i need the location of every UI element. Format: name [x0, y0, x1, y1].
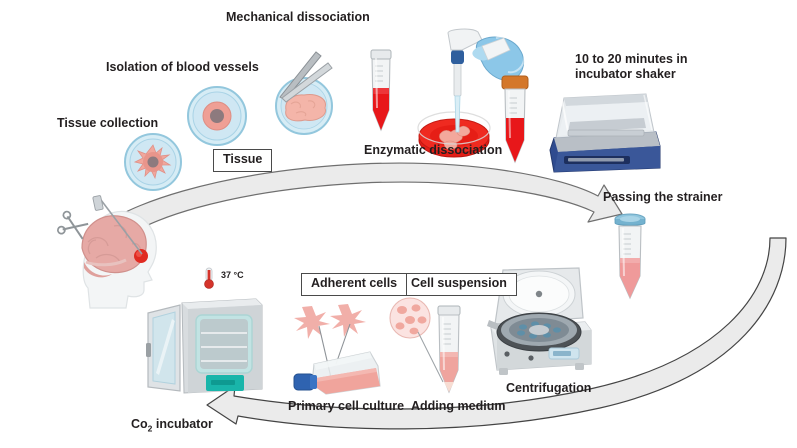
pipette-icon [447, 28, 483, 133]
enzymatic-dissociation-group [417, 28, 546, 170]
co2-incubator-rest: incubator [152, 416, 213, 431]
curved-arrow-right-icon [125, 162, 623, 233]
falcon-tube-orange-cap [501, 75, 529, 164]
label-primary-cell-culture: Primary cell culture [288, 399, 405, 413]
label-tissue-box: Tissue [213, 149, 273, 172]
brain-head-icon [56, 195, 172, 309]
falcon-tube-medium [437, 305, 461, 394]
red-petri-dish [417, 111, 491, 158]
label-tissue-collection: Tissue collection [57, 116, 159, 130]
temperature-label: 37 °C [221, 270, 244, 280]
label-passing-strainer: Passing the strainer [603, 190, 723, 204]
adherent-cells-icon [294, 304, 366, 339]
co2-subscript: 2 [147, 423, 153, 434]
mechanical-dissociation-group [258, 50, 356, 138]
label-mechanical-dissociation: Mechanical dissociation [226, 10, 370, 24]
label-adding-medium: Adding medium [411, 399, 506, 413]
curved-arrow-left-icon [206, 237, 787, 430]
forceps-icon [279, 51, 333, 103]
adding-medium-group [388, 296, 476, 400]
gloved-hand-icon [472, 36, 526, 81]
label-incubator-shaker: 10 to 20 minutes in incubator shaker [575, 52, 688, 81]
label-adherent-cells-box: Adherent cells [301, 273, 408, 296]
incubator-shaker-icon [544, 88, 666, 176]
strainer-tube-icon [612, 210, 648, 302]
petri-dish-blood-vessels [185, 84, 249, 148]
falcon-tube-blood [366, 48, 396, 134]
co2-incubator-text: Co [131, 416, 148, 431]
cell-suspension-bubble-icon [389, 297, 431, 339]
label-isolation-blood-vessels: Isolation of blood vessels [106, 60, 259, 74]
culture-flask-icon [293, 351, 381, 395]
surgical-tools-icon [57, 195, 143, 255]
label-enzymatic-dissociation: Enzymatic dissociation [364, 143, 503, 157]
petri-dish-tissue-collection [122, 131, 184, 193]
label-cell-suspension-box: Cell suspension [401, 273, 517, 296]
primary-cell-culture-group [292, 302, 388, 398]
label-co2-incubator: Co2 incubator [131, 402, 213, 434]
thermometer-icon [201, 267, 217, 289]
label-centrifugation: Centrifugation [506, 381, 592, 395]
co2-incubator-icon [144, 295, 266, 401]
